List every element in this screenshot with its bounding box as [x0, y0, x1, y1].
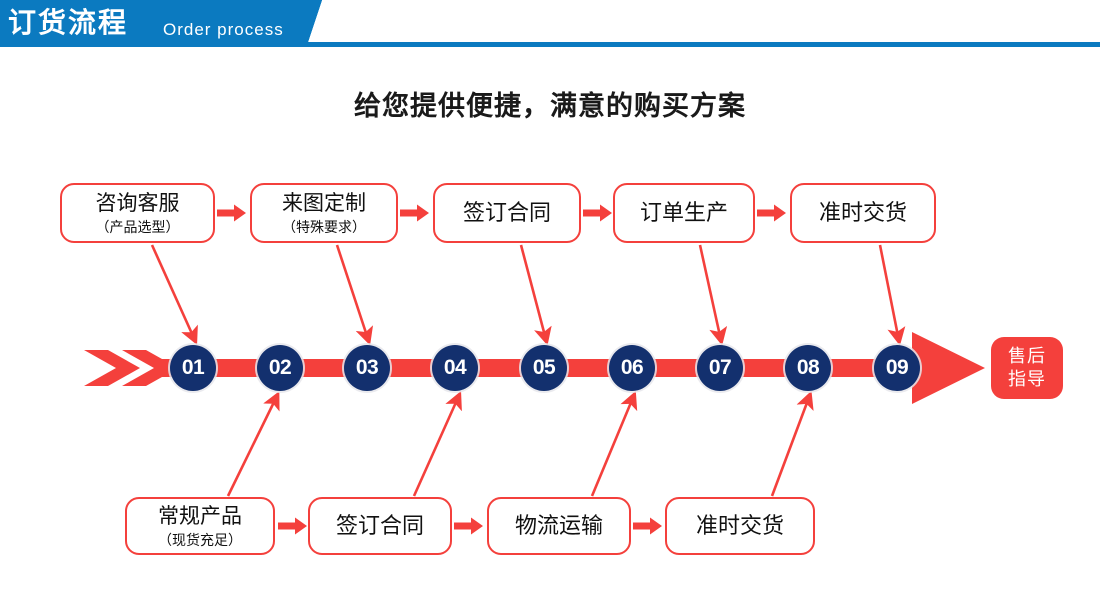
after-sales-line2: 指导: [1008, 369, 1046, 389]
step-circle-08[interactable]: 08: [785, 345, 831, 391]
bottom-box-2[interactable]: 签订合同: [308, 497, 452, 555]
bottom-box-3-line1: 物流运输: [514, 513, 603, 538]
after-sales-box[interactable]: 售后 指导: [991, 337, 1063, 399]
top-box-2-line1: 来图定制: [282, 191, 366, 215]
header-title-cn: 订货流程: [8, 7, 129, 38]
step-circle-04[interactable]: 04: [432, 345, 478, 391]
bottom-box-1-line1: 常规产品: [158, 504, 242, 528]
chevron-1: [84, 350, 140, 386]
bottom-box-4-line1: 准时交货: [695, 513, 784, 538]
step-circle-06[interactable]: 06: [609, 345, 655, 391]
top-box-3-line1: 签订合同: [462, 200, 551, 225]
header-banner: 订货流程 Order process: [0, 0, 1100, 48]
step-circle-07[interactable]: 07: [697, 345, 743, 391]
top-box-4-line1: 订单生产: [639, 200, 728, 225]
top-arrow-4-5: [757, 204, 787, 222]
bottom-arrow-3-4: [633, 517, 663, 535]
step-circle-03[interactable]: 03: [344, 345, 390, 391]
top-box-3[interactable]: 签订合同: [433, 183, 581, 243]
after-sales-line1: 售后: [1008, 346, 1046, 366]
top-arrow-1-2: [217, 204, 247, 222]
top-box-1[interactable]: 咨询客服 （产品选型）: [60, 183, 215, 243]
top-box-4[interactable]: 订单生产: [613, 183, 755, 243]
top-arrow-2-3: [400, 204, 430, 222]
step-circle-02[interactable]: 02: [257, 345, 303, 391]
top-box-5[interactable]: 准时交货: [790, 183, 936, 243]
top-box-2[interactable]: 来图定制 （特殊要求）: [250, 183, 398, 243]
top-box-2-line2: （特殊要求）: [282, 218, 366, 235]
timeline-arrowhead: [900, 332, 985, 404]
top-arrow-3-4: [583, 204, 613, 222]
page-subtitle: 给您提供便捷，满意的购买方案: [354, 91, 746, 121]
top-box-1-line2: （产品选型）: [95, 218, 180, 235]
top-box-5-line1: 准时交货: [818, 200, 907, 225]
bottom-box-4[interactable]: 准时交货: [665, 497, 815, 555]
bottom-box-1-line2: （现货充足）: [158, 531, 242, 548]
bottom-box-3[interactable]: 物流运输: [487, 497, 631, 555]
step-circle-09[interactable]: 09: [874, 345, 920, 391]
header-title-en: Order process: [163, 20, 284, 39]
top-box-1-line1: 咨询客服: [95, 191, 180, 215]
bottom-box-2-line1: 签订合同: [335, 513, 424, 538]
bottom-arrow-2-3: [454, 517, 484, 535]
step-circle-01[interactable]: 01: [170, 345, 216, 391]
bottom-box-1[interactable]: 常规产品 （现货充足）: [125, 497, 275, 555]
step-circle-05[interactable]: 05: [521, 345, 567, 391]
bottom-arrow-1-2: [278, 517, 308, 535]
